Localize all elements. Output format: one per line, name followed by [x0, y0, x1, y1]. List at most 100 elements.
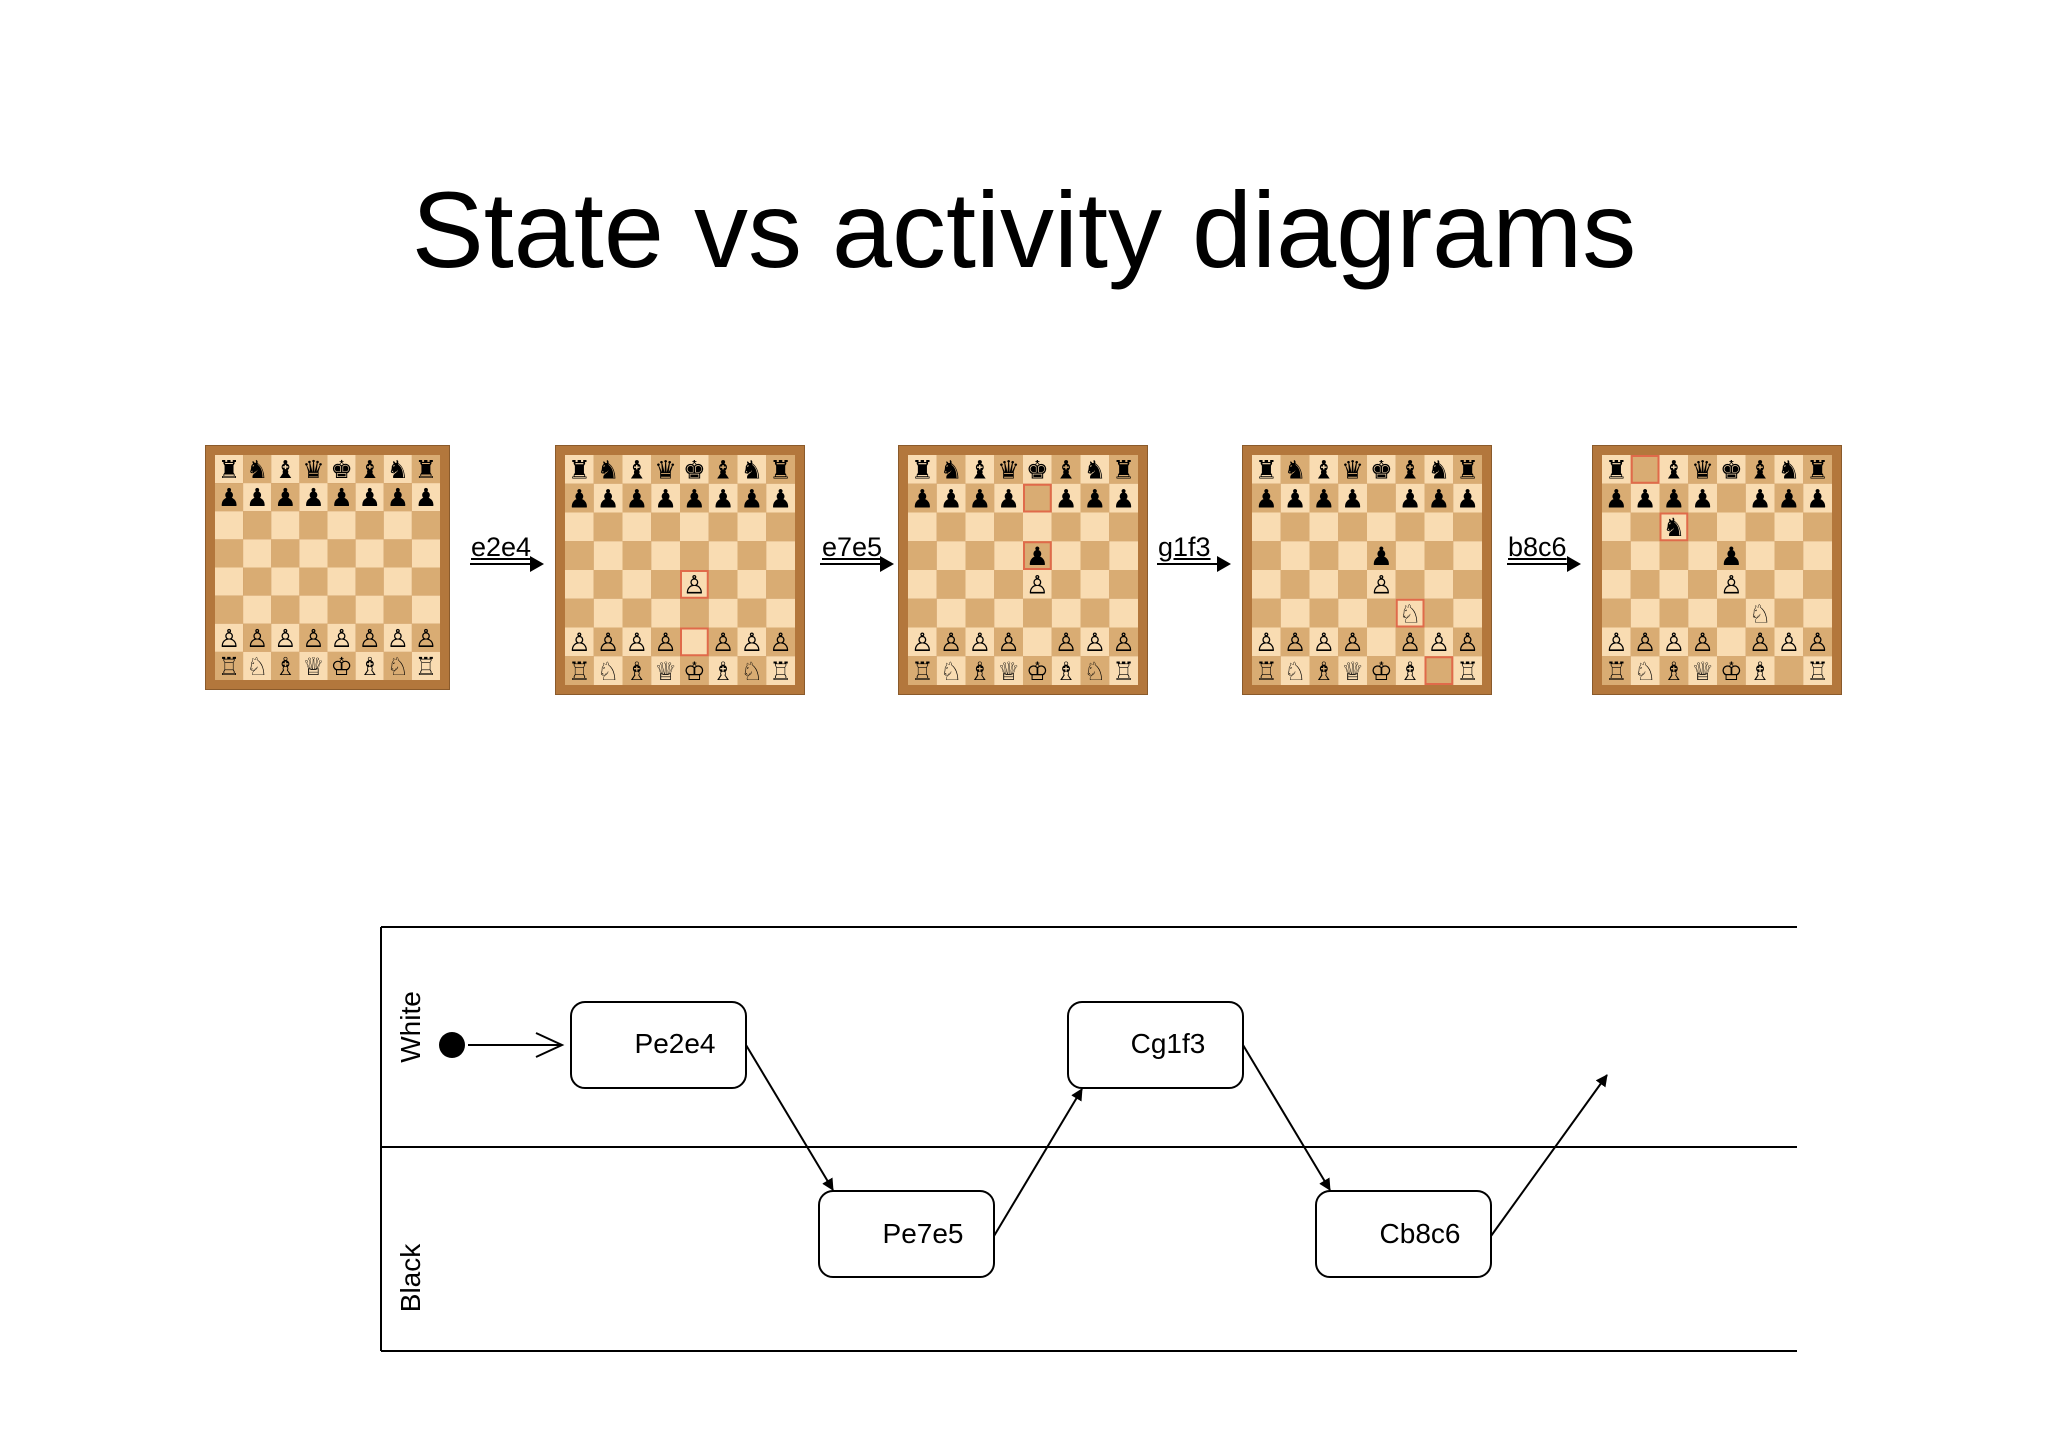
board-square [680, 570, 709, 599]
chess-piece-P: ♙ [1634, 628, 1657, 657]
chess-piece-R: ♖ [1255, 657, 1278, 686]
board-square [965, 483, 995, 513]
board-square [1023, 512, 1052, 542]
board-square [1745, 570, 1775, 599]
chess-piece-r: ♜ [1112, 456, 1135, 485]
board-square [1280, 598, 1310, 628]
board-square [383, 455, 412, 484]
board-square [1602, 541, 1631, 570]
board-square [651, 455, 680, 484]
board-square [1395, 598, 1425, 628]
board-square [593, 570, 623, 599]
chess-piece-p: ♟ [274, 483, 296, 512]
board-square [1424, 483, 1454, 513]
board-square [299, 511, 328, 540]
chess-piece-B: ♗ [1399, 657, 1422, 686]
highlight-square [1659, 512, 1689, 542]
chess-piece-n: ♞ [1428, 456, 1451, 485]
board-square [737, 598, 767, 628]
board-square [243, 483, 272, 512]
board-square [565, 656, 594, 685]
board-square [1023, 541, 1052, 570]
chess-piece-P: ♙ [1112, 628, 1135, 657]
board-square [908, 512, 937, 542]
chess-piece-P: ♙ [1084, 628, 1107, 657]
board-square [1309, 627, 1339, 657]
chess-piece-R: ♖ [1806, 657, 1829, 686]
chess-piece-r: ♜ [415, 455, 437, 484]
chess-piece-P: ♙ [246, 624, 268, 653]
board-square [383, 511, 412, 540]
board-square [1338, 570, 1367, 599]
board-square [271, 623, 300, 652]
chess-piece-n: ♞ [940, 456, 963, 485]
board-square [1745, 656, 1775, 685]
board-square [1080, 455, 1110, 484]
board-square [1080, 627, 1110, 657]
board-square [215, 567, 244, 596]
board-square [766, 541, 795, 570]
board-square [680, 455, 709, 484]
board-square [965, 627, 995, 657]
chess-piece-P: ♙ [1456, 628, 1479, 657]
board-square [1309, 455, 1339, 484]
board-square [766, 627, 795, 657]
board-square [1023, 598, 1052, 628]
board-square [1109, 570, 1138, 599]
chess-piece-p: ♟ [1663, 484, 1686, 513]
board-square [299, 623, 328, 652]
board-square [1051, 598, 1081, 628]
chess-piece-R: ♖ [568, 657, 591, 686]
board-square [1424, 570, 1454, 599]
board-square [1602, 455, 1631, 484]
chess-piece-p: ♟ [997, 484, 1020, 513]
chess-piece-p: ♟ [568, 484, 591, 513]
board-square [1109, 512, 1138, 542]
transition-label-b8c6: b8c6 [1508, 532, 1567, 562]
board-square [1252, 455, 1281, 484]
chess-piece-p: ♟ [1605, 484, 1628, 513]
board-square [651, 656, 680, 685]
chess-piece-r: ♜ [218, 455, 240, 484]
board-square [1774, 541, 1804, 570]
board-square [1424, 598, 1454, 628]
highlight-square [1424, 656, 1454, 685]
board-square [965, 455, 995, 484]
initial-node [439, 1032, 465, 1058]
chess-piece-p: ♟ [1370, 542, 1393, 571]
chess-piece-p: ♟ [940, 484, 963, 513]
board-square [1717, 570, 1746, 599]
chess-piece-P: ♙ [683, 571, 706, 600]
board-square [1803, 483, 1832, 513]
board-square [299, 483, 328, 512]
chess-piece-p: ♟ [1456, 484, 1479, 513]
action-node-cg1f3: Cg1f3 [1067, 1001, 1244, 1089]
board-square [565, 483, 594, 513]
transition-arrow [1507, 556, 1581, 572]
board-square [1080, 570, 1110, 599]
board-square [1252, 541, 1281, 570]
chess-piece-P: ♙ [302, 624, 324, 653]
board-square [680, 512, 709, 542]
board-square [215, 539, 244, 568]
board-square [1252, 512, 1281, 542]
chess-piece-P: ♙ [1313, 628, 1336, 657]
board-square [411, 651, 440, 680]
board-square [1080, 541, 1110, 570]
action-node-label: Pe7e5 [883, 1218, 964, 1249]
board-square [1688, 541, 1717, 570]
board-square [1774, 455, 1804, 484]
board-square [766, 570, 795, 599]
board-square [593, 455, 623, 484]
chess-piece-p: ♟ [1026, 542, 1049, 571]
chess-piece-q: ♛ [1691, 456, 1714, 485]
chess-piece-p: ♟ [330, 483, 352, 512]
chess-board-svg: ♜♞♝♛♚♝♞♜♟♟♟♟♟♟♟♟♙♙♙♙♙♙♙♙♖♘♗♕♔♗♘♖ [898, 445, 1148, 695]
board-square [1080, 598, 1110, 628]
board-square [1023, 570, 1052, 599]
chess-piece-n: ♞ [1663, 513, 1686, 542]
board-square [1367, 483, 1396, 513]
board-square [1688, 455, 1717, 484]
board-square [1023, 455, 1052, 484]
chess-piece-p: ♟ [911, 484, 934, 513]
